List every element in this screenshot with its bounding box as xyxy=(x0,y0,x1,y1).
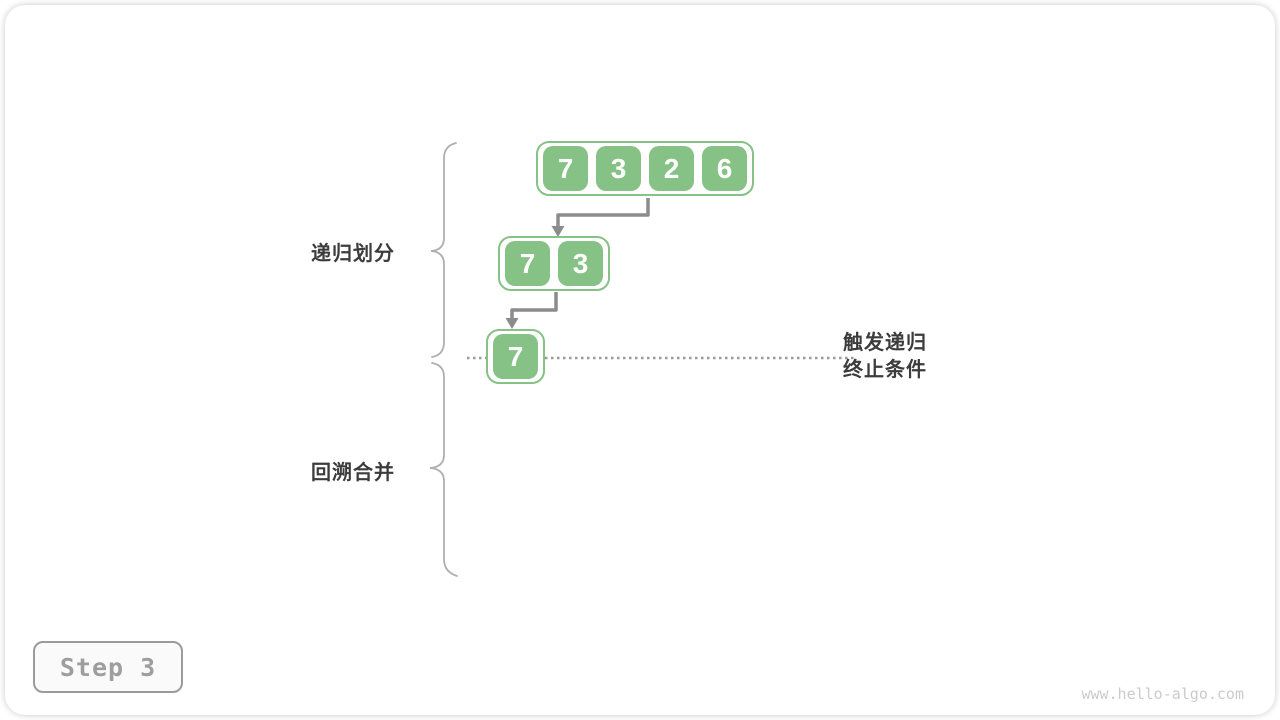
array-cell: 3 xyxy=(596,146,641,191)
base-case-annotation-line2: 终止条件 xyxy=(843,359,927,381)
divide-phase-label: 递归划分 xyxy=(311,243,395,265)
figure-card xyxy=(5,5,1275,715)
array-cell: 7 xyxy=(543,146,588,191)
array-cell: 2 xyxy=(649,146,694,191)
array-cell: 3 xyxy=(558,241,603,286)
base-case-annotation-line1: 触发递归 xyxy=(843,332,927,354)
array-level-2: 7 xyxy=(486,329,545,384)
merge-phase-label: 回溯合并 xyxy=(311,462,395,484)
website-watermark: www.hello-algo.com xyxy=(1081,685,1244,703)
array-cell: 7 xyxy=(493,334,538,379)
array-cell: 6 xyxy=(702,146,747,191)
base-case-annotation: 触发递归 终止条件 xyxy=(843,330,927,384)
array-cell: 7 xyxy=(505,241,550,286)
step-badge: Step 3 xyxy=(33,641,183,693)
